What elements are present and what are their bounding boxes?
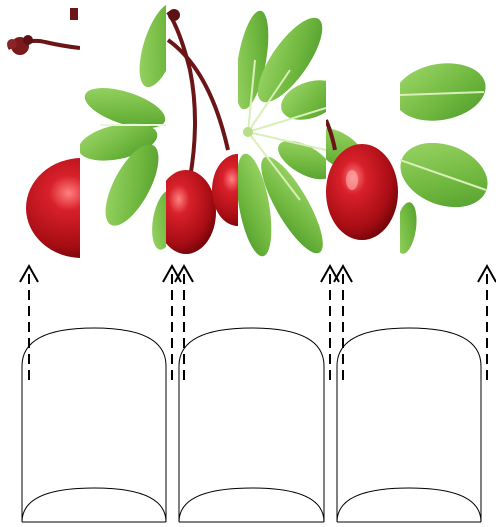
dashed-arrow-1 [20,266,38,380]
image-strip-6 [390,56,496,255]
image-strip-5 [306,120,398,240]
cylinder-3 [337,328,481,522]
cylinder-2 [179,328,324,522]
dashed-arrow-3 [175,266,193,380]
cylinder-1 [22,328,166,522]
